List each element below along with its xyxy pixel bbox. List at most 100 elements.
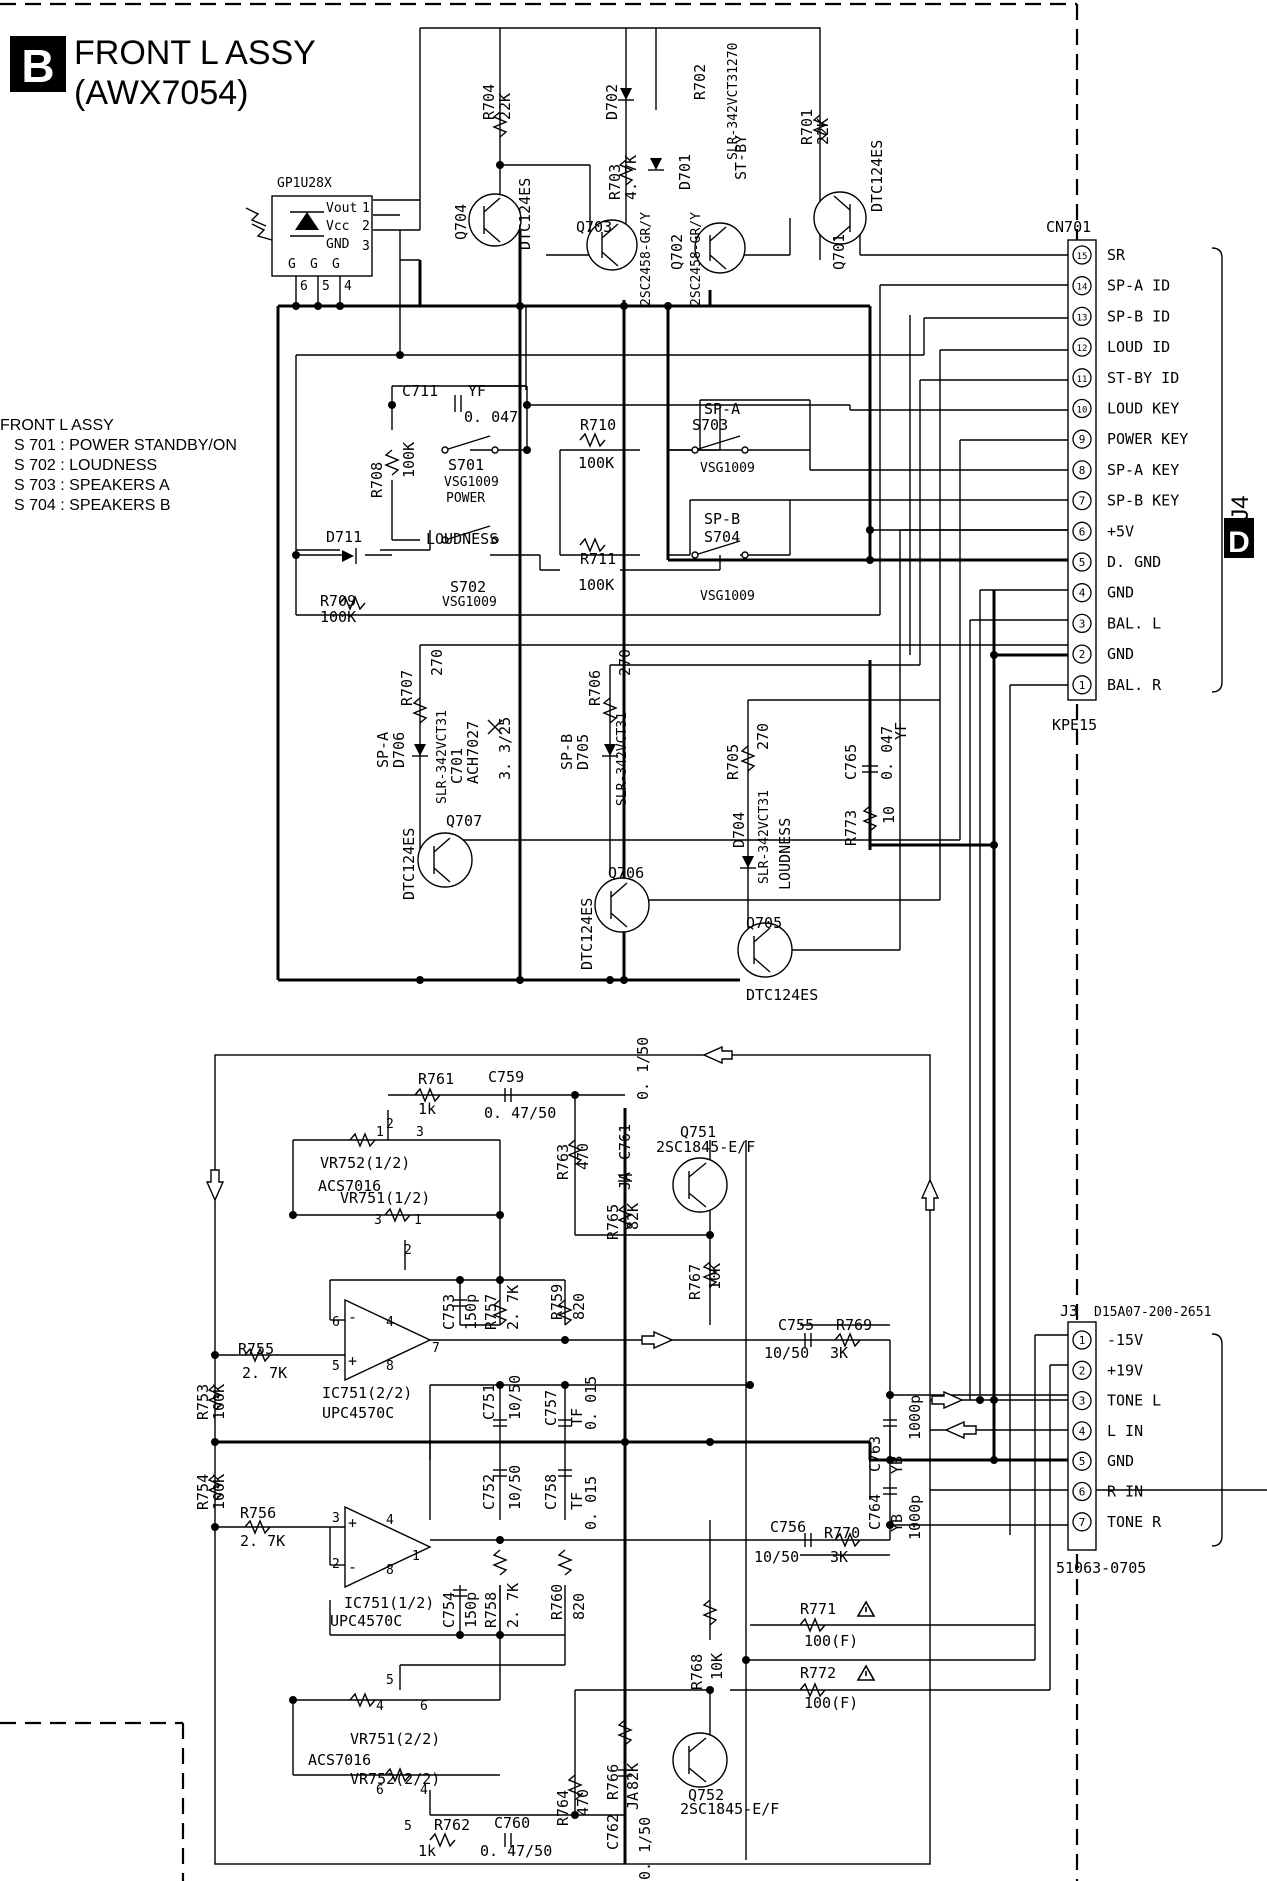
j3-pin-number: 6	[1079, 1486, 1086, 1499]
j3-part-bottom: 51063-0705	[1056, 1559, 1146, 1577]
upper-wiring	[276, 27, 1068, 1535]
label-q702: Q702	[668, 234, 686, 270]
label-c754: C754	[440, 1592, 458, 1628]
label-r771-val: 100(F)	[804, 1632, 858, 1650]
label-r757-val: 2. 7K	[504, 1285, 522, 1330]
label-r763-val: 470	[574, 1143, 592, 1170]
cn701-pin-number: 3	[1079, 617, 1086, 630]
label-r768: R768	[688, 1654, 706, 1690]
label-loudness-switch: LOUDNESS	[426, 530, 498, 548]
label-ic751-2-part: UPC4570C	[322, 1404, 394, 1422]
label-q705-part: DTC124ES	[746, 986, 818, 1004]
cn701-pin-number: 2	[1079, 648, 1086, 661]
cn701-pin-circle	[1072, 368, 1092, 388]
cn701-pin-label: SP-B ID	[1107, 307, 1170, 325]
section-badge	[10, 36, 66, 92]
j3-pin-circle	[1072, 1481, 1092, 1502]
j3-pin-label: TONE R	[1107, 1513, 1162, 1531]
label-r702-part: SLR-342VCT31270	[726, 43, 741, 160]
label-r756: R756	[240, 1504, 276, 1522]
label-c753: C753	[440, 1294, 458, 1330]
label-r761: R761	[418, 1070, 454, 1088]
receiver-pin-num: 2	[362, 219, 370, 234]
label-q701: Q701	[830, 234, 848, 270]
cn701-pin-circle	[1072, 429, 1092, 449]
label-s704: S704	[704, 528, 740, 546]
transistor-q703	[586, 219, 638, 271]
transistor-q751	[672, 1157, 728, 1213]
switch-note: S 704 : SPEAKERS B	[14, 497, 171, 514]
label-c755: C755	[778, 1316, 814, 1334]
label-ic751-1-part: UPC4570C	[330, 1612, 402, 1630]
label-r765-val: 82K	[624, 1203, 642, 1230]
label-r708-val: 100K	[400, 442, 418, 478]
label-s703-part: VSG1009	[700, 461, 755, 476]
label-sp-a-led: SP-A	[374, 732, 392, 768]
label-q703: Q703	[576, 218, 612, 236]
j3-ref: J3	[1060, 1302, 1078, 1320]
opamp-ic751-1of2: + -	[344, 1505, 432, 1589]
j3-pin-label: +19V	[1107, 1361, 1143, 1379]
warning-triangle-icon	[856, 1664, 876, 1681]
label-sp-b-led: SP-B	[558, 734, 576, 770]
label-r762: R762	[434, 1816, 470, 1834]
label-c758-val: 0. 015	[582, 1476, 600, 1530]
tag-badge: D	[1228, 526, 1250, 559]
label-r758-val: 2. 7K	[504, 1583, 522, 1628]
label-r711-val: 100K	[578, 576, 614, 594]
pin-num: 8	[386, 1359, 394, 1374]
label-r703: R703	[606, 164, 624, 200]
label-loudness-led: LOUDNESS	[776, 818, 794, 890]
j3-pin-label: TONE L	[1107, 1392, 1161, 1410]
transistor-q705	[737, 922, 793, 978]
cn701-pin-circle	[1072, 675, 1092, 695]
opamp-sign-minus: -	[348, 1558, 357, 1576]
j3-pin-label: -15V	[1107, 1331, 1143, 1349]
cn701-pin-label: GND	[1107, 645, 1134, 663]
label-c756: C756	[770, 1518, 806, 1536]
assembly-title: B FRONT L ASSY (AWX7054)	[10, 34, 316, 112]
label-r701: R701	[798, 109, 816, 145]
cn701-pin-circle	[1072, 276, 1092, 296]
opamp-sign-plus: +	[348, 1352, 357, 1370]
capacitor-symbols-lower	[453, 1088, 897, 1847]
connector-tag-d-j4: D J4	[1224, 495, 1254, 559]
label-r755-val: 2. 7K	[242, 1364, 287, 1382]
cn701-pin-number: 7	[1079, 495, 1086, 508]
label-c752: C752	[480, 1474, 498, 1510]
label-c753-val: 150p	[462, 1294, 480, 1330]
switch-note: S 702 : LOUDNESS	[14, 457, 157, 474]
receiver-pin: Vcc	[326, 219, 349, 234]
label-r761-val: 1k	[418, 1100, 436, 1118]
switch-notes-heading: FRONT L ASSY	[0, 417, 114, 434]
label-c760: C760	[494, 1814, 530, 1832]
label-c711-yf: YF	[468, 382, 486, 400]
label-c711-val: 0. 047	[464, 408, 518, 426]
j3-pin-circle	[1072, 1512, 1092, 1532]
cn701-part: KPE15	[1052, 716, 1097, 734]
label-c757: C757	[542, 1390, 560, 1426]
cn701-pin-number: 5	[1079, 556, 1086, 569]
cn701-pin-number: 1	[1079, 679, 1086, 692]
label-c761-ja: JA	[616, 1172, 634, 1190]
label-c759-val: 0. 47/50	[484, 1104, 556, 1122]
label-s702-part: VSG1009	[442, 595, 497, 610]
label-r707-val: 270	[428, 649, 446, 676]
label-sp-a: SP-A	[704, 400, 740, 418]
cn701-pin-6: 6+5V	[1072, 521, 1134, 541]
j3-pin-number: 2	[1079, 1364, 1086, 1377]
cn701-pin-number: 11	[1077, 375, 1088, 385]
cn701-pin-circle	[1072, 644, 1092, 664]
pin-num: 3	[332, 1511, 340, 1526]
cn701-pin-label: BAL. L	[1107, 614, 1161, 632]
label-q704: Q704	[452, 204, 470, 240]
label-r769-val: 3K	[830, 1344, 848, 1362]
cn701-pin-number: 14	[1077, 283, 1088, 293]
